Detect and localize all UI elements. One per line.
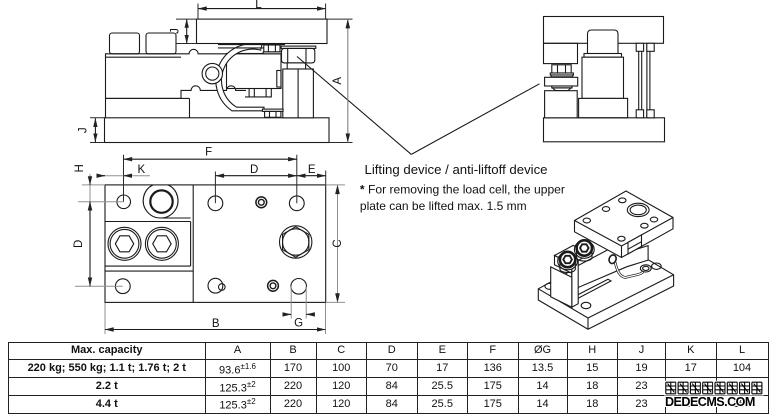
svg-text:D: D [250, 164, 258, 176]
svg-text:C: C [332, 239, 344, 247]
svg-text:J: J [170, 28, 182, 34]
svg-text:L: L [255, 0, 262, 11]
svg-text:* For removing the load cell,: * For removing the load cell, the upper [360, 183, 565, 197]
svg-text:A: A [332, 77, 344, 85]
svg-text:J: J [78, 127, 90, 133]
svg-text:Lifting device / anti-liftoff: Lifting device / anti-liftoff device [365, 162, 548, 177]
svg-text:E: E [308, 164, 316, 176]
svg-text:B: B [212, 318, 220, 330]
svg-text:K: K [137, 164, 145, 176]
svg-text:G: G [294, 318, 303, 330]
svg-text:H: H [74, 164, 86, 172]
svg-text:F: F [205, 147, 212, 159]
svg-text:D: D [73, 240, 85, 248]
svg-text:plate can be lifted max. 1.5 m: plate can be lifted max. 1.5 mm [360, 199, 527, 213]
